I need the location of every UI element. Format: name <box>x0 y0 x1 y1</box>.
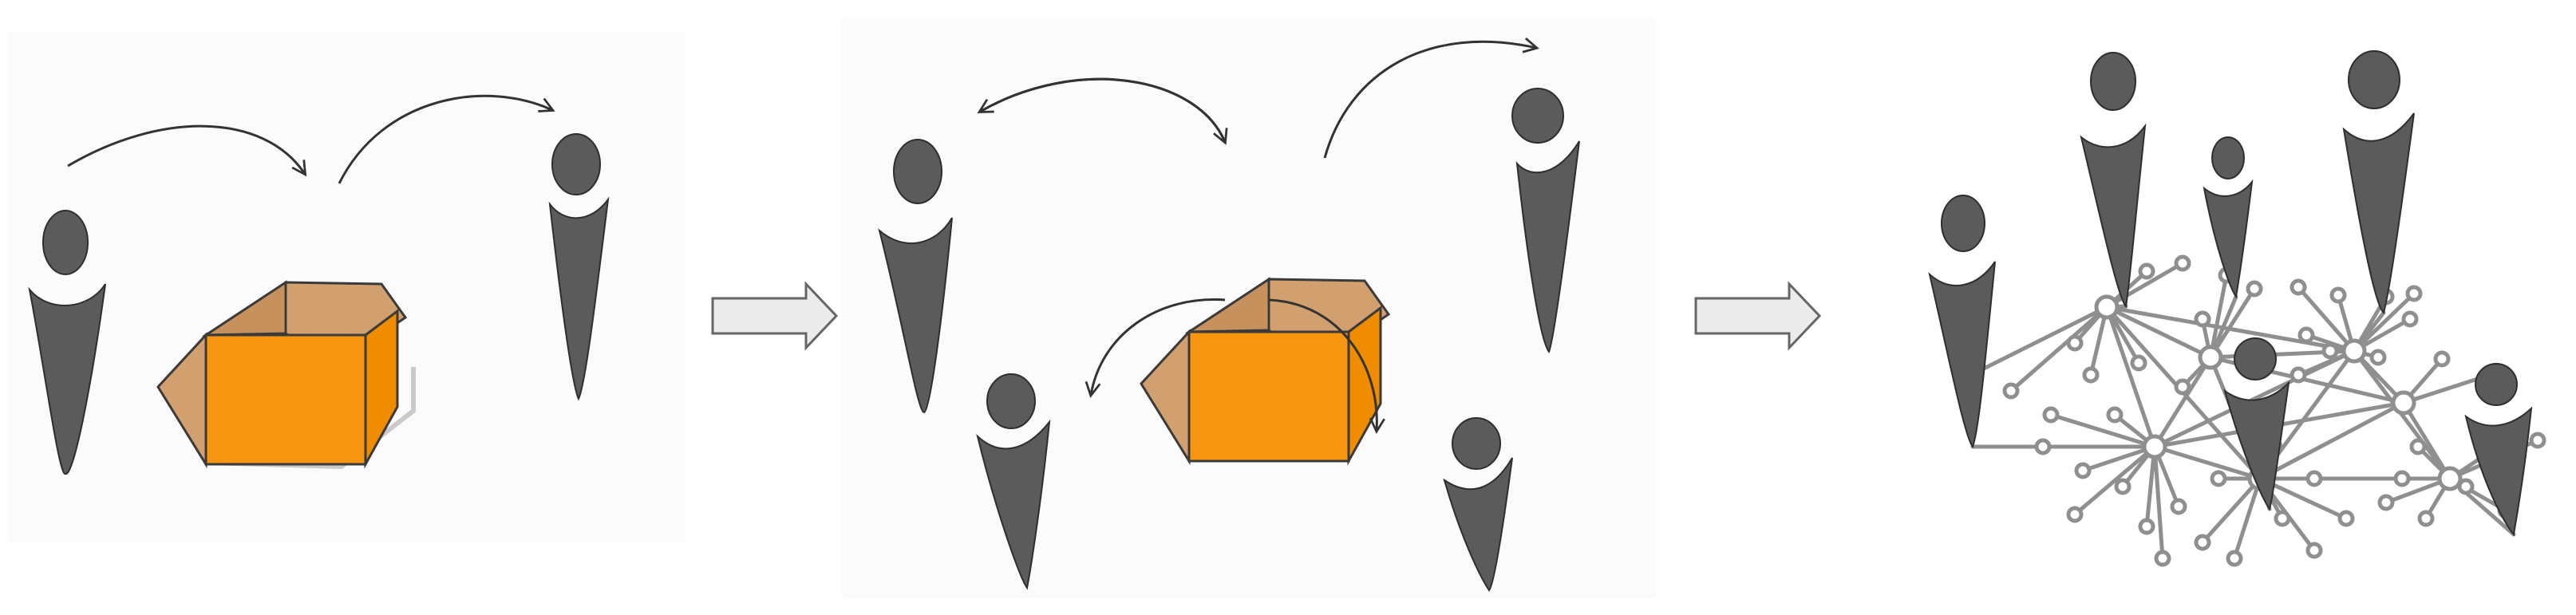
network-node <box>2297 326 2315 344</box>
person-icon <box>1443 417 1513 592</box>
person-icon <box>2080 52 2147 309</box>
curved-arrow <box>1085 298 1226 398</box>
network-node <box>2002 382 2020 400</box>
network-node <box>2094 294 2120 320</box>
network-node <box>2391 390 2416 416</box>
person-icon <box>548 133 610 401</box>
network-node <box>2194 310 2211 328</box>
network-node <box>2337 510 2355 527</box>
network-node <box>2106 406 2124 424</box>
network-link <box>2296 285 2357 353</box>
curved-arrow <box>67 124 307 177</box>
network-node <box>2305 542 2323 559</box>
network-node <box>2401 310 2419 328</box>
network-node <box>2034 438 2052 455</box>
person-icon <box>2203 136 2254 299</box>
block-arrow-right-icon <box>1694 281 1822 351</box>
network-link <box>2104 305 2213 360</box>
curved-arrow <box>979 77 1228 145</box>
person-icon <box>28 210 106 475</box>
network-node <box>2274 510 2291 527</box>
network-node <box>2138 518 2155 535</box>
network-node <box>2405 285 2423 302</box>
network-link <box>2152 444 2165 561</box>
network-node <box>2194 534 2211 551</box>
box-icon <box>156 280 416 470</box>
network-link <box>2352 291 2416 353</box>
network-node <box>2170 498 2187 515</box>
network-node <box>2433 350 2451 368</box>
stage-2-open-exchange <box>878 37 1580 592</box>
network-node <box>2457 478 2475 495</box>
network-node <box>2210 470 2227 487</box>
network-node <box>2174 254 2191 272</box>
network-node <box>2369 349 2387 366</box>
network-link <box>2009 305 2109 393</box>
network-node <box>2377 494 2395 511</box>
network-link <box>2152 355 2213 449</box>
box-icon <box>1140 277 1391 466</box>
network-node <box>2154 550 2171 567</box>
network-node <box>2226 550 2243 567</box>
network-link <box>2152 444 2262 481</box>
network-link <box>2208 273 2229 360</box>
person-icon <box>2223 337 2290 511</box>
network-link <box>2049 412 2157 449</box>
network-node <box>2138 262 2155 280</box>
person-icon <box>976 373 1051 590</box>
network-node <box>2329 286 2347 304</box>
network-node <box>2066 334 2084 352</box>
network-link <box>2208 286 2257 360</box>
person-icon <box>2342 50 2415 314</box>
network-link <box>2144 444 2157 529</box>
network-link <box>2072 444 2157 517</box>
curved-arrow <box>977 77 1227 143</box>
network-link <box>2080 444 2157 473</box>
network-node <box>2082 366 2100 384</box>
curved-arrow <box>338 94 555 184</box>
network-node <box>2341 338 2367 364</box>
curved-arrow <box>1323 37 1539 159</box>
network-link <box>2152 349 2357 449</box>
network-node <box>2290 278 2307 296</box>
network-link <box>2104 305 2357 353</box>
network-node <box>2305 470 2323 487</box>
person-icon <box>878 139 953 414</box>
person-icon <box>2464 363 2533 537</box>
network-node <box>2174 378 2191 396</box>
network-node <box>2529 432 2546 449</box>
network-link <box>2258 400 2406 481</box>
stage-1-closed-exchange <box>28 94 610 475</box>
network-node <box>2437 466 2463 491</box>
network-node <box>2130 354 2147 372</box>
network-node <box>2246 280 2263 298</box>
person-icon <box>1511 88 1580 354</box>
network-node <box>2114 478 2132 495</box>
network-link <box>2104 305 2157 449</box>
network-link <box>2104 261 2185 309</box>
curved-arrow <box>1268 298 1385 435</box>
network-node <box>2417 510 2435 527</box>
network-node <box>2393 470 2411 487</box>
network-node <box>2198 345 2223 370</box>
network-node <box>2321 342 2339 360</box>
person-icon <box>1928 195 1996 448</box>
network-link <box>2200 476 2262 545</box>
network-node <box>2074 462 2092 479</box>
network-link <box>2232 476 2262 561</box>
network-node <box>2066 506 2084 523</box>
network-node <box>2142 434 2167 459</box>
network-node <box>2042 406 2060 424</box>
network-node <box>2290 366 2307 384</box>
block-arrow-right-icon <box>711 281 839 351</box>
network-node <box>2409 438 2427 455</box>
network-link <box>1969 305 2109 377</box>
stage-3-network <box>1928 50 2546 567</box>
